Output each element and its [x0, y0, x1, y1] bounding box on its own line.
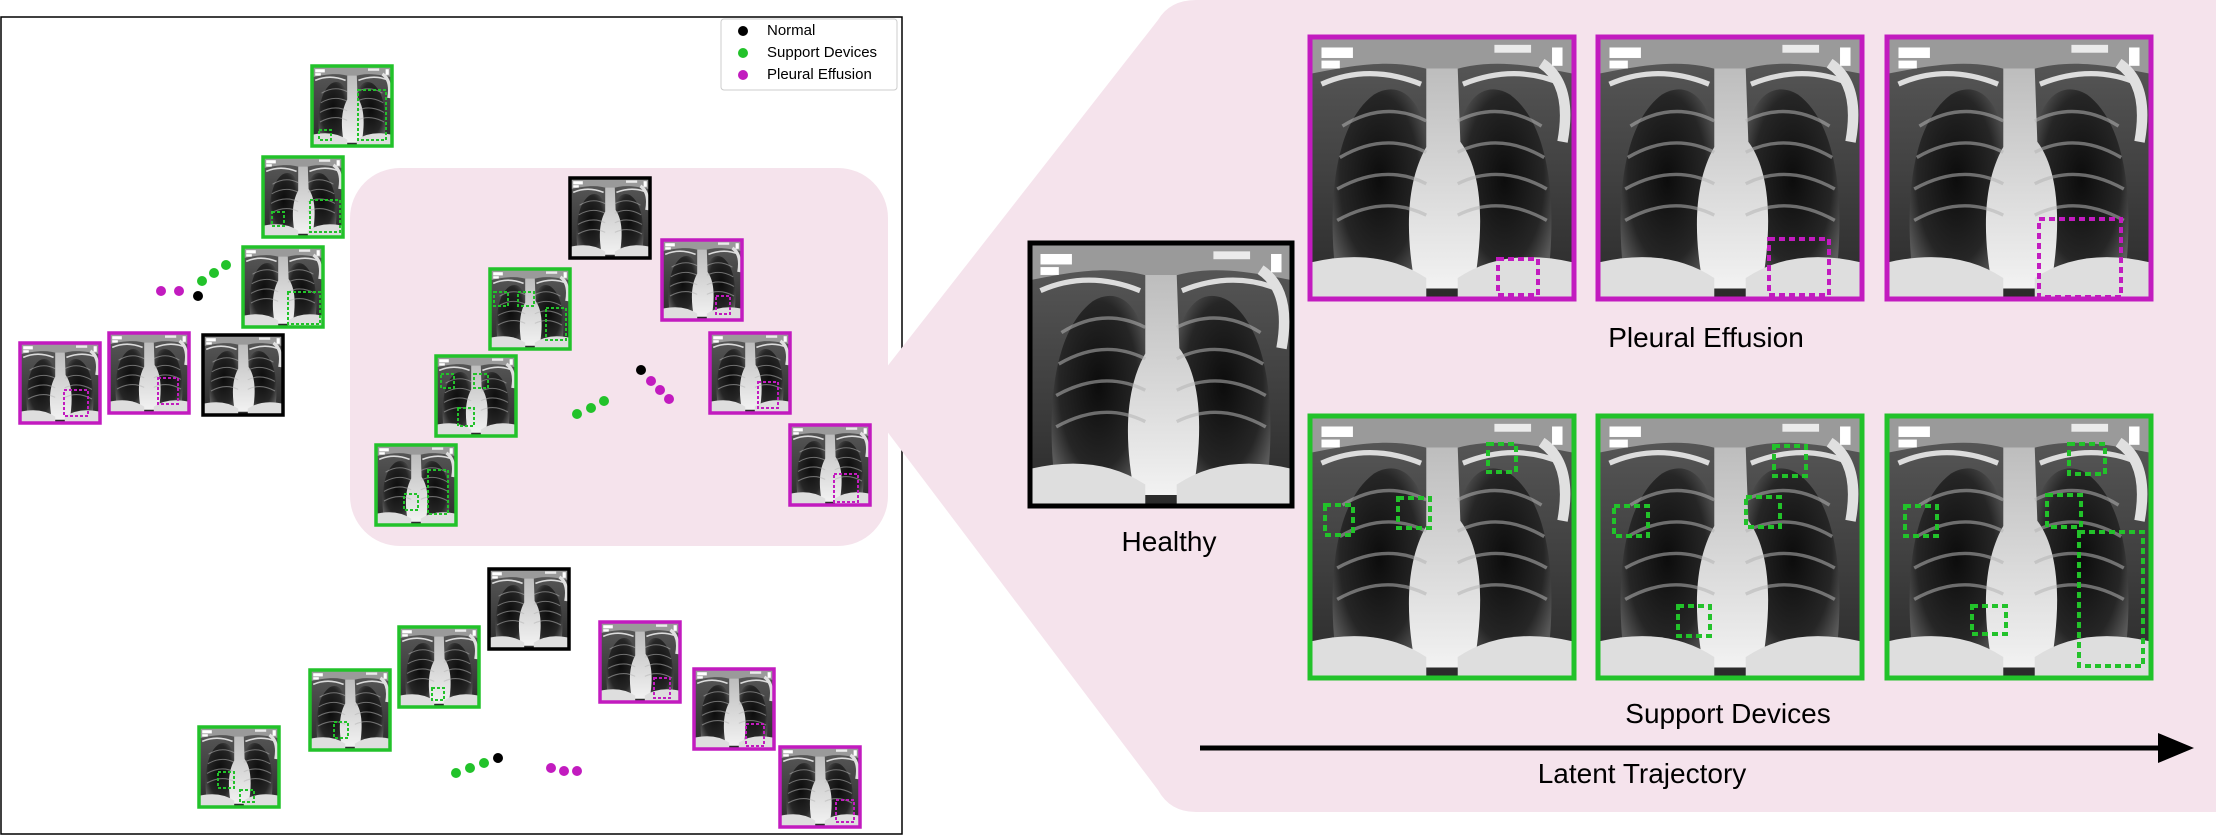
thumb-b-2 [397, 625, 481, 709]
thumb-ul-1 [310, 64, 394, 148]
legend-label-pleural-effusion: Pleural Effusion [767, 66, 872, 83]
thumb-cl-2 [488, 267, 572, 351]
thumb-b-1 [487, 567, 571, 651]
thumb-cl-7 [788, 423, 872, 507]
dots-ul [156, 260, 231, 301]
pleural-xray-1 [1307, 34, 1577, 302]
thumb-b-5 [598, 620, 682, 704]
support-xray-2 [1595, 413, 1865, 681]
support-xray-3 [1884, 413, 2154, 681]
pleural-xray-3 [1884, 34, 2154, 302]
healthy-label: Healthy [1122, 526, 1217, 557]
thumb-cl-6 [708, 331, 792, 415]
thumb-ul-2 [261, 155, 345, 239]
trajectory-zoom-panel: Healthy Pleural Effusion [886, 0, 2216, 812]
thumb-ul-3 [241, 245, 325, 329]
thumb-b-3 [308, 668, 392, 752]
thumb-cl-1 [568, 176, 652, 260]
trajectory-label: Latent Trajectory [1538, 758, 1747, 789]
thumb-ul-4 [201, 333, 285, 417]
legend-label-support-devices: Support Devices [767, 44, 877, 61]
dots-cl [572, 365, 674, 419]
thumb-b-6 [692, 667, 776, 751]
thumb-b-7 [778, 745, 862, 829]
trajectory-arrow-icon [1200, 733, 2194, 763]
latent-space-panel: Normal Support Devices Pleural Effusion [0, 16, 903, 835]
thumb-b-4 [197, 725, 281, 809]
legend-marker-support-devices [738, 48, 748, 58]
support-xray-1 [1307, 413, 1577, 681]
thumb-cl-3 [434, 354, 518, 438]
legend-marker-normal [738, 26, 748, 36]
support-devices-row-label: Support Devices [1625, 698, 1830, 729]
dots-b [451, 753, 582, 778]
healthy-xray [1027, 240, 1295, 509]
pleural-xray-2 [1595, 34, 1865, 302]
thumb-cl-4 [374, 443, 458, 527]
zoom-callout-shape [886, 0, 2216, 812]
thumb-ul-5 [107, 331, 191, 415]
legend: Normal Support Devices Pleural Effusion [720, 18, 898, 91]
legend-marker-pleural-effusion [738, 70, 748, 80]
pleural-effusion-row-label: Pleural Effusion [1608, 322, 1804, 353]
legend-label-normal: Normal [767, 22, 815, 39]
thumb-cl-5 [660, 238, 744, 322]
thumb-ul-6 [18, 341, 102, 425]
highlighted-cluster [350, 168, 888, 546]
